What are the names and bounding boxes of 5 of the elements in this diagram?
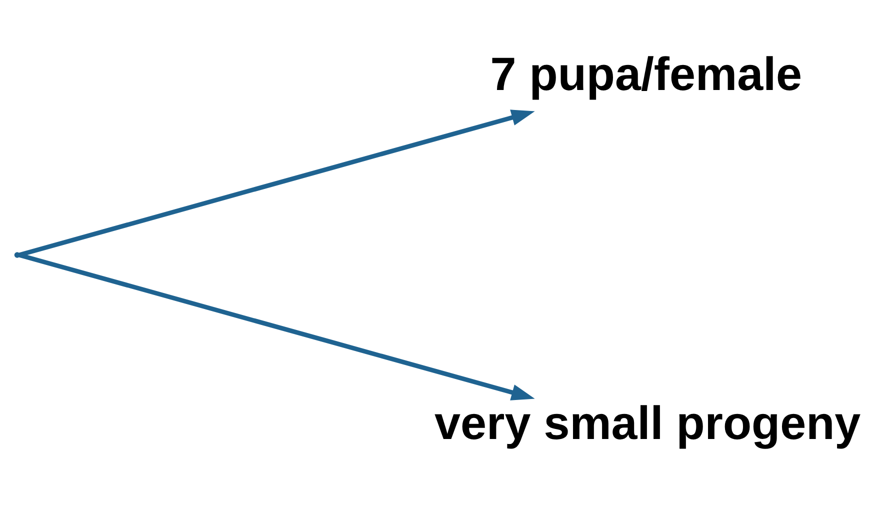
arrow <box>18 109 535 257</box>
node-text: very small progeny <box>434 396 861 448</box>
arrow <box>18 252 535 400</box>
node-text: 7 pupa/female <box>490 48 802 100</box>
node-point <box>14 252 20 258</box>
